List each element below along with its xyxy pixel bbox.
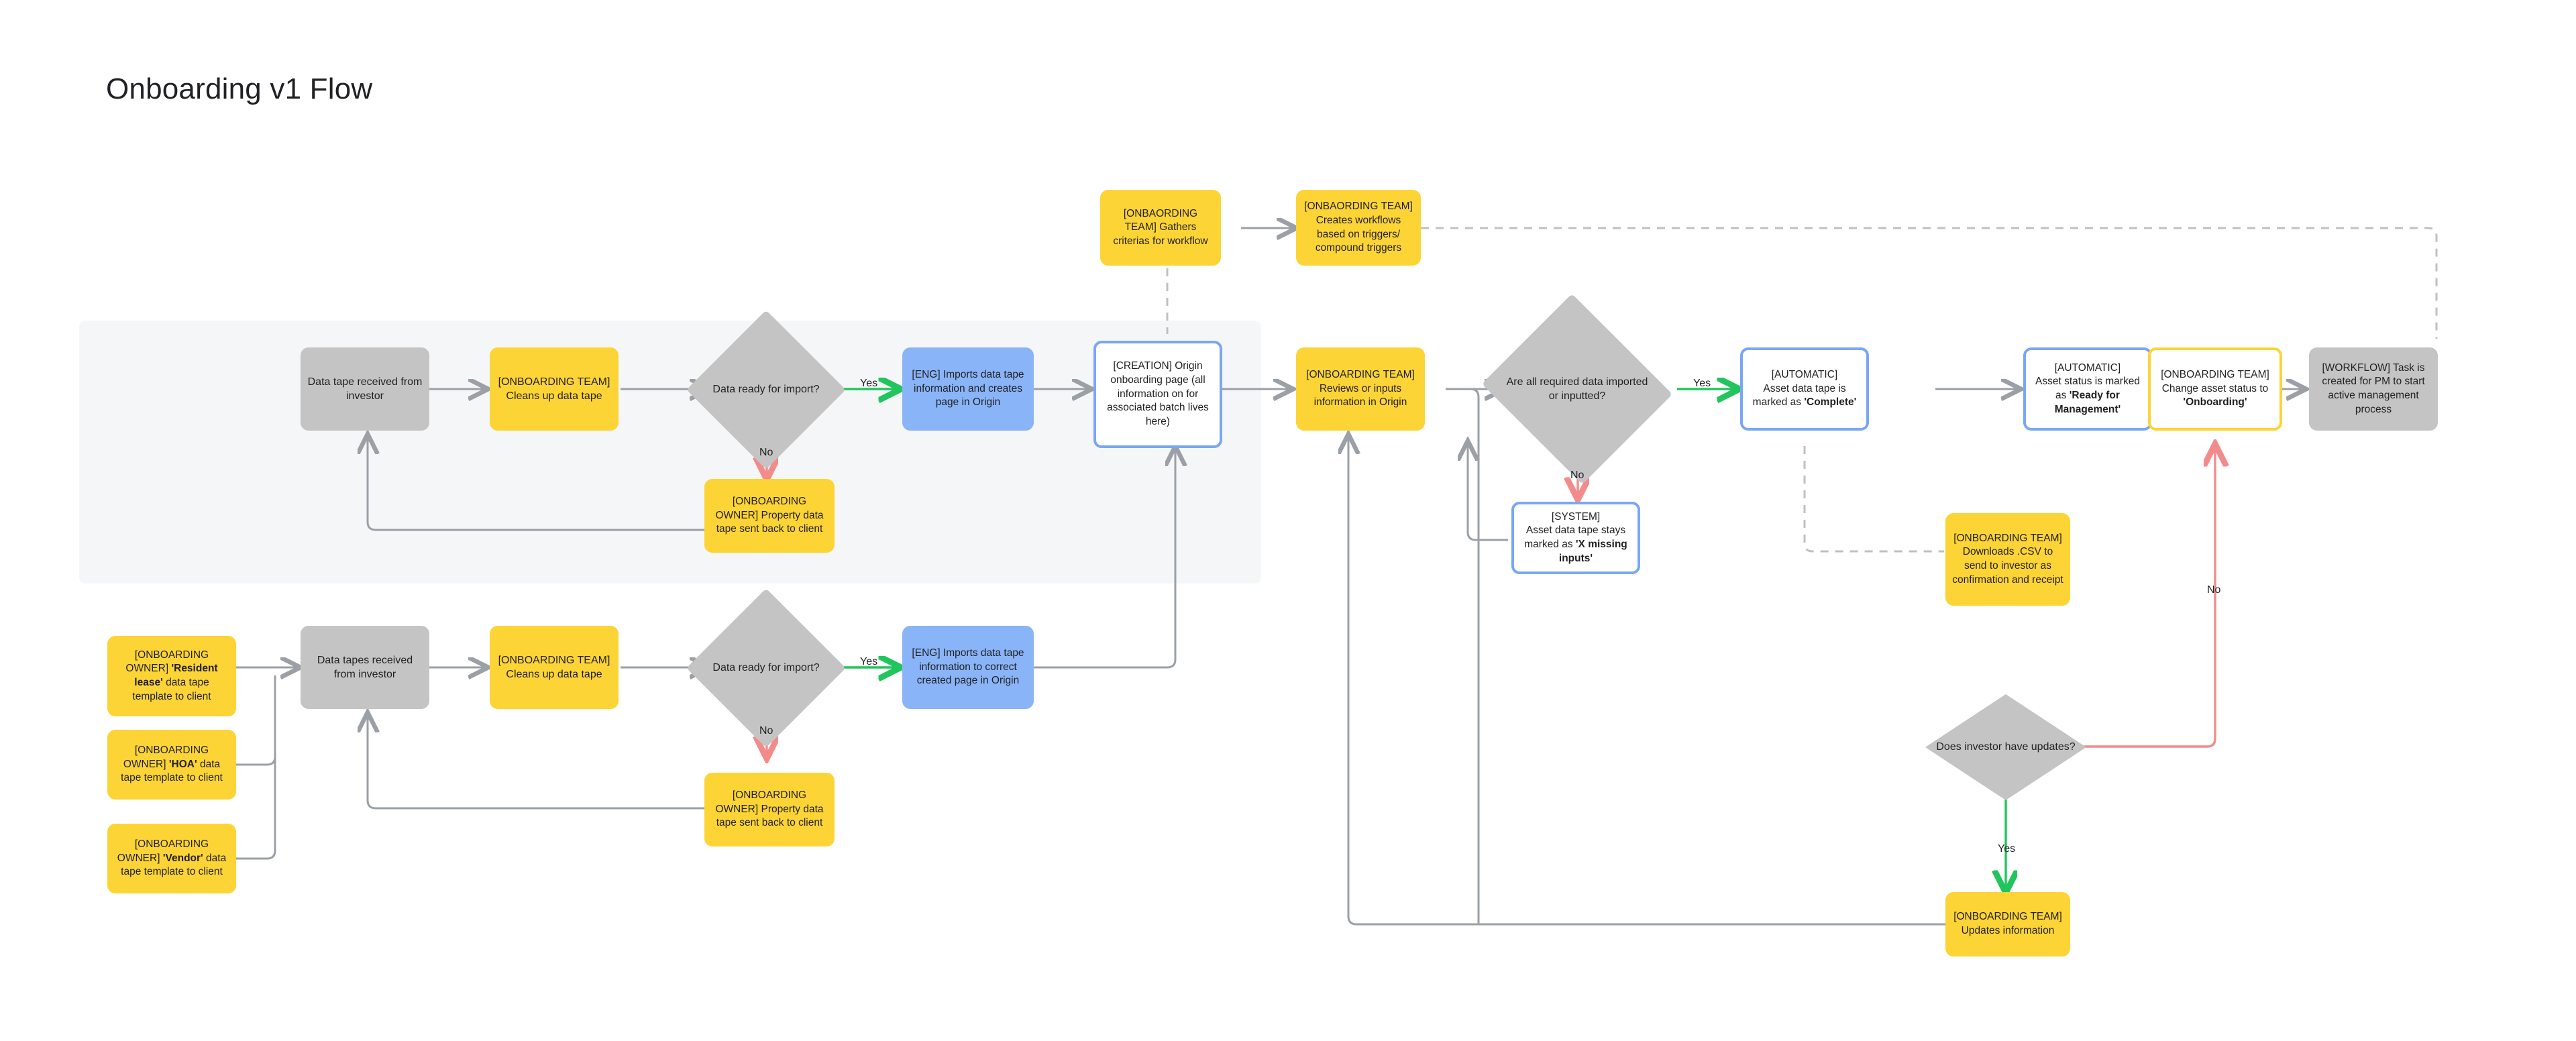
node-label: [ONBOARDING OWNER] Property data tape se…: [715, 496, 824, 535]
node-r1-creation-origin-page[interactable]: [CREATION] Origin onboarding page (all i…: [1093, 341, 1222, 448]
node-label: [ENG] Imports data tape information to c…: [912, 647, 1024, 687]
edge-label-r2-yes: Yes: [860, 656, 878, 667]
node-r1-cleanup[interactable]: [ONBOARDING TEAM] Cleans up data tape: [490, 347, 619, 431]
edge-label-required-no: No: [1570, 470, 1585, 481]
node-r2-data-ready-decision[interactable]: Data ready for import?: [686, 588, 846, 748]
node-label: Data tape received from investor: [307, 376, 423, 402]
node-workflow-create[interactable]: [ONBAORDING TEAM] Creates workflows base…: [1296, 190, 1421, 266]
node-r1-required-data-decision[interactable]: Are all required data imported or inputt…: [1481, 293, 1673, 485]
node-label: Are all required data imported or inputt…: [1506, 376, 1648, 402]
node-investor-updates-decision[interactable]: Does investor have updates?: [1925, 694, 2086, 800]
node-r2-sent-back-to-client[interactable]: [ONBOARDING OWNER] Property data tape se…: [704, 773, 835, 846]
node-label: [CREATION] Origin onboarding page (all i…: [1107, 360, 1209, 427]
node-r1-workflow-task[interactable]: [WORKFLOW] Task is created for PM to sta…: [2309, 347, 2438, 431]
node-r2-eng-import[interactable]: [ENG] Imports data tape information to c…: [902, 626, 1034, 709]
edge-label-r1-no: No: [759, 447, 773, 458]
node-label: Data tapes received from investor: [317, 654, 413, 680]
node-label: [ONBOARDING TEAM]Change asset status to'…: [2161, 369, 2269, 408]
edge-label-r1-yes: Yes: [860, 378, 878, 389]
node-updates-information[interactable]: [ONBOARDING TEAM] Updates information: [1945, 892, 2070, 956]
node-label: [ONBOARDING TEAM] Reviews or inputs info…: [1306, 369, 1415, 408]
edge-label-investor-yes: Yes: [1998, 843, 2016, 855]
node-label: [ONBOARDING OWNER] Property data tape se…: [715, 789, 824, 829]
swimlane-band: [79, 321, 1261, 584]
node-label: [ONBOARDING TEAM] Downloads .CSV to send…: [1952, 532, 2063, 586]
node-workflow-gather[interactable]: [ONBAORDING TEAM] Gathers criterias for …: [1100, 190, 1221, 266]
node-label: Data ready for import?: [712, 384, 820, 396]
edge-label-investor-no: No: [2207, 584, 2221, 596]
node-label: [ENG] Imports data tape information and …: [912, 369, 1024, 408]
node-r1-review-inputs[interactable]: [ONBOARDING TEAM] Reviews or inputs info…: [1296, 347, 1425, 431]
node-r1-eng-import[interactable]: [ENG] Imports data tape information and …: [902, 347, 1034, 431]
node-r1-data-ready-decision[interactable]: Data ready for import?: [686, 310, 846, 470]
edge-label-required-yes: Yes: [1693, 378, 1711, 389]
node-label: Data ready for import?: [712, 662, 820, 674]
edge-label-r2-no: No: [759, 725, 773, 736]
page-title: Onboarding v1 Flow: [106, 72, 373, 105]
node-r1-change-asset-status[interactable]: [ONBOARDING TEAM]Change asset status to'…: [2148, 347, 2282, 431]
node-label: [ONBOARDING TEAM] Cleans up data tape: [498, 376, 610, 402]
node-csv-download[interactable]: [ONBOARDING TEAM] Downloads .CSV to send…: [1945, 513, 2070, 606]
node-r2-data-tapes-received[interactable]: Data tapes received from investor: [301, 626, 429, 709]
node-r1-sent-back-to-client[interactable]: [ONBOARDING OWNER] Property data tape se…: [704, 479, 835, 553]
node-label: [ONBAORDING TEAM] Gathers criterias for …: [1113, 207, 1208, 247]
node-label: Does investor have updates?: [1936, 741, 2076, 753]
node-label: [ONBAORDING TEAM] Creates workflows base…: [1304, 201, 1413, 254]
node-r1-data-tape-received[interactable]: Data tape received from investor: [301, 347, 429, 431]
node-label: [ONBOARDING TEAM] Updates information: [1953, 911, 2062, 936]
node-r2-cleanup[interactable]: [ONBOARDING TEAM] Cleans up data tape: [490, 626, 619, 709]
node-label: [ONBOARDING TEAM] Cleans up data tape: [498, 654, 610, 680]
node-label: [WORKFLOW] Task is created for PM to sta…: [2322, 362, 2425, 415]
